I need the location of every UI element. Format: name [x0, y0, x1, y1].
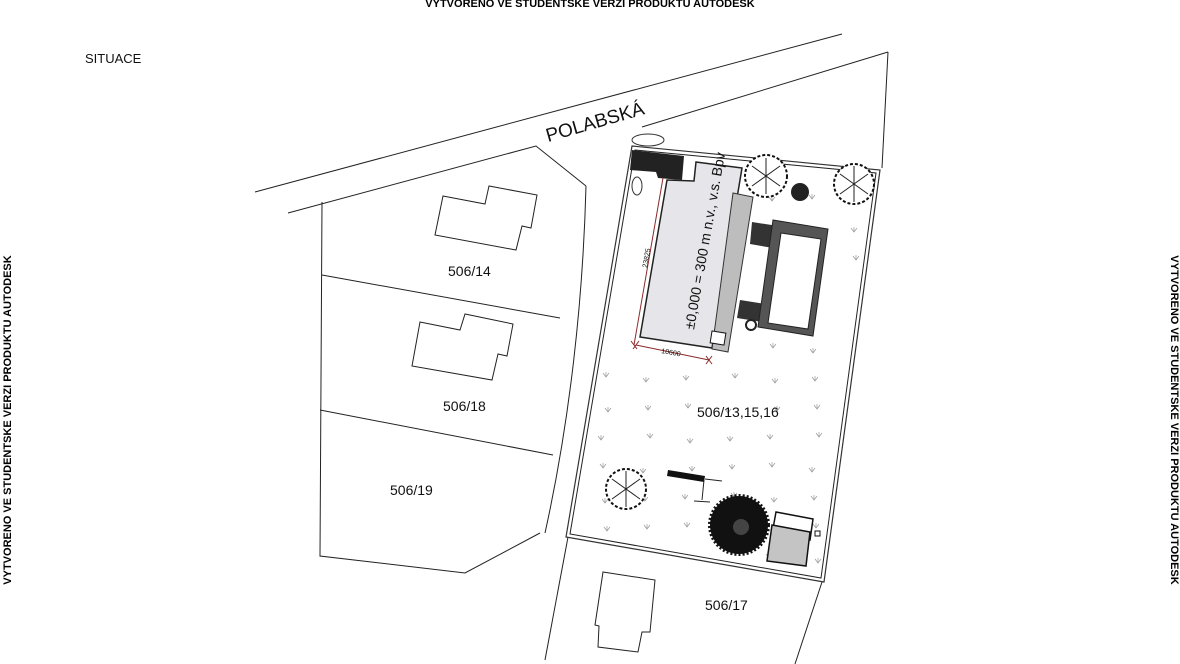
- grass-mark: [639, 468, 647, 474]
- drawing-title: SITUACE: [85, 51, 142, 66]
- grass-mark: [688, 466, 696, 472]
- grass-mark: [604, 407, 612, 413]
- dimension-length: 23825: [642, 248, 652, 268]
- house-building: [639, 161, 743, 349]
- parcel-label-506-18: 506/18: [443, 398, 486, 414]
- shrub-icon: [745, 319, 757, 331]
- grass-mark: [811, 376, 819, 382]
- pool: [767, 232, 822, 330]
- parcel-label-506-17: 506/17: [705, 597, 748, 613]
- grass-mark: [766, 434, 774, 440]
- grass-mark: [601, 498, 609, 504]
- grass-mark: [683, 522, 691, 528]
- main-plot: 506/13,15,16 ±0,000 = 300 m n.v., v.s. B…: [565, 133, 881, 583]
- grass-mark: [808, 194, 816, 200]
- bin-icon: [814, 530, 821, 537]
- grass-mark: [599, 463, 607, 469]
- grass-mark: [728, 464, 736, 470]
- grass-mark: [686, 438, 694, 444]
- grass-mark: [643, 524, 651, 530]
- grass-mark: [731, 373, 739, 379]
- parcel-label-506-19: 506/19: [390, 482, 433, 498]
- shrub-icon: [631, 176, 643, 196]
- grass-mark: [684, 403, 692, 409]
- grass-mark: [812, 523, 820, 529]
- tree-icon: [605, 468, 647, 510]
- grass-mark: [770, 497, 778, 503]
- house-506-18: [411, 313, 514, 381]
- tree-icon: [791, 183, 809, 201]
- shrub-icon: [631, 133, 665, 147]
- grass-mark: [813, 404, 821, 410]
- grass-mark: [603, 526, 611, 532]
- watermark-top: VYTVORENO VE STUDENTSKE VERZI PRODUKTU A…: [425, 0, 755, 10]
- grass-mark: [810, 495, 818, 501]
- grass-mark: [644, 405, 652, 411]
- grass-mark: [850, 227, 858, 233]
- grass-mark: [724, 408, 732, 414]
- street-polabska: POLABSKÁ: [254, 33, 889, 214]
- garage: [766, 524, 811, 567]
- grass-mark: [597, 435, 605, 441]
- parcel-label-506-14: 506/14: [448, 263, 491, 279]
- tree-icon: [744, 154, 788, 198]
- house-506-17: [594, 571, 656, 653]
- grass-mark: [808, 467, 816, 473]
- conifer-icon: [708, 494, 770, 556]
- grass-mark: [815, 432, 823, 438]
- grass-mark: [646, 433, 654, 439]
- path: [737, 300, 765, 322]
- driveway: [630, 150, 684, 180]
- grass-mark: [681, 494, 689, 500]
- grass-mark: [642, 377, 650, 383]
- grass-mark: [771, 378, 779, 384]
- house-506-14: [434, 185, 538, 251]
- grass-mark: [769, 343, 777, 349]
- grass-mark: [809, 348, 817, 354]
- dimension-lines: [630, 177, 713, 365]
- grass-mark: [682, 375, 690, 381]
- swing-set-icon: [667, 470, 723, 503]
- terrace-paving: [711, 192, 754, 353]
- grass-mark: [814, 558, 822, 564]
- grass-mark: [726, 436, 734, 442]
- neighbour-parcels: 506/14 506/18 506/19 506/17: [319, 185, 823, 664]
- tree-icon: [833, 163, 875, 205]
- grass-mark: [852, 255, 860, 261]
- parcel-label-506-13-15-16: 506/13,15,16: [697, 404, 779, 420]
- garden-furniture-icon: [709, 330, 727, 346]
- grass-mark: [773, 406, 781, 412]
- grass-mark: [602, 372, 610, 378]
- grass-mark: [768, 462, 776, 468]
- dimension-width: 10600: [661, 348, 681, 358]
